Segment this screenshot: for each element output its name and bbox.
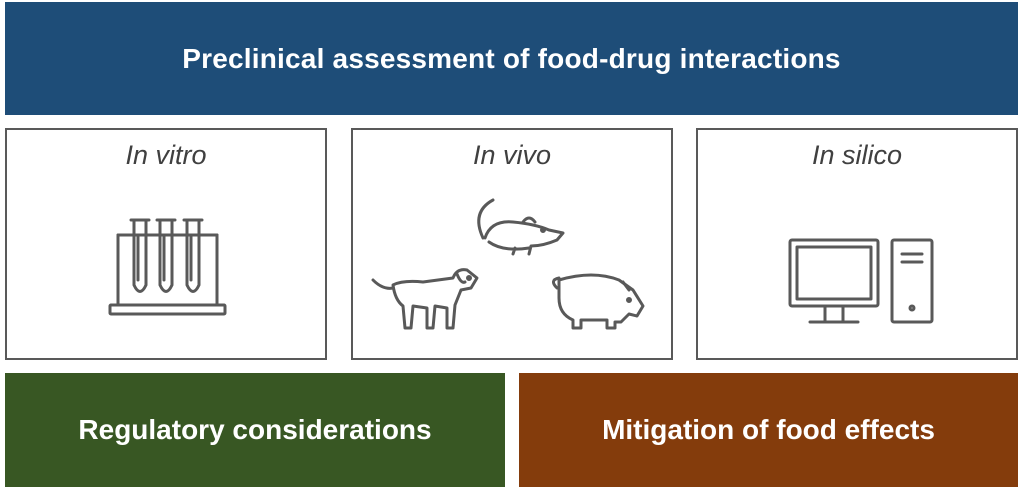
in-vitro-card: In vitro bbox=[5, 128, 327, 360]
test-tubes-rack-icon bbox=[108, 218, 227, 316]
regulatory-label: Regulatory considerations bbox=[78, 414, 432, 445]
animals-illustration bbox=[371, 198, 645, 330]
dog-icon bbox=[371, 268, 479, 330]
mitigation-banner: Mitigation of food effects bbox=[519, 373, 1018, 487]
computer-icon bbox=[788, 238, 934, 324]
regulatory-banner: Regulatory considerations bbox=[5, 373, 505, 487]
header-title: Preclinical assessment of food-drug inte… bbox=[182, 42, 841, 74]
in-vivo-card: In vivo bbox=[351, 128, 673, 360]
in-silico-card: In silico bbox=[696, 128, 1018, 360]
mitigation-label: Mitigation of food effects bbox=[602, 414, 935, 445]
header-banner: Preclinical assessment of food-drug inte… bbox=[5, 2, 1018, 115]
mouse-icon bbox=[477, 198, 565, 256]
in-vivo-label: In vivo bbox=[472, 140, 552, 170]
in-vitro-label: In vitro bbox=[125, 140, 207, 170]
in-silico-label: In silico bbox=[811, 140, 903, 170]
pig-icon bbox=[552, 273, 645, 330]
